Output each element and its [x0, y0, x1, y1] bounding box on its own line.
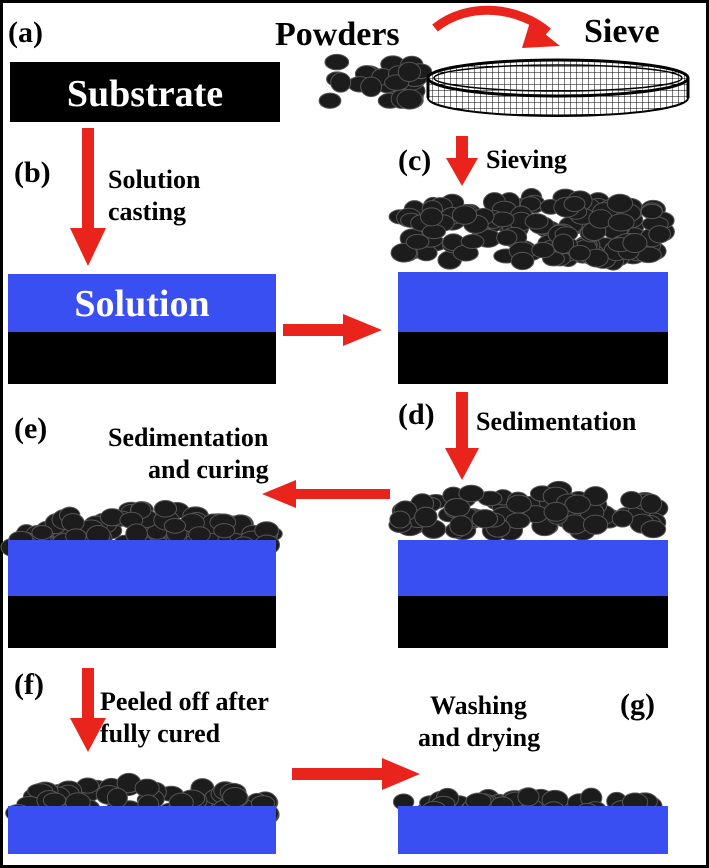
panel-label-c: (c) [398, 144, 431, 177]
panel-label-f: (f) [14, 668, 44, 701]
settling-particle [449, 515, 473, 537]
arrow-d-to-e-head [262, 480, 296, 508]
solution-layer-g [398, 806, 668, 854]
panel-label-d: (d) [398, 398, 435, 431]
powder-particle [396, 89, 423, 110]
powder-particle [360, 76, 383, 98]
substrate-label: Substrate [67, 73, 223, 115]
sieve-label: Sieve [584, 13, 660, 50]
washed-particle [517, 787, 540, 807]
cured-particle [153, 500, 178, 518]
sieved-particle [460, 233, 485, 250]
cured-particle [163, 518, 186, 534]
settling-particle [582, 514, 609, 535]
cured-particle [31, 524, 53, 541]
settling-particle [414, 506, 438, 528]
step-sed-curing-line1: Sedimentation [108, 423, 269, 452]
settling-particle [389, 510, 411, 529]
solution-layer-c [398, 272, 668, 332]
sedimentation-arrow-head [445, 448, 479, 480]
sieved-particle [622, 232, 648, 254]
solution-label: Solution [74, 283, 209, 325]
step-peeled-line1: Peeled off after [100, 687, 269, 716]
sieved-particle [640, 203, 663, 220]
substrate-box [10, 62, 280, 122]
settling-particle [471, 509, 499, 529]
arrow-f-to-g-head [382, 758, 420, 790]
settling-particle [620, 490, 643, 510]
peeled-particle [222, 786, 248, 808]
powder-particle [330, 72, 352, 93]
solution-layer-e [8, 540, 276, 596]
solution-layer-f [8, 806, 276, 854]
step-sieving: Sieving [486, 145, 567, 174]
cured-particle [213, 523, 236, 539]
sieve-dish [426, 58, 690, 117]
settling-particle [543, 501, 569, 522]
powder-particle [318, 92, 342, 109]
settling-particle [458, 484, 485, 503]
sieved-particle [496, 229, 518, 247]
step-solution-casting-line1: Solution [108, 165, 201, 194]
cured-particle [188, 526, 211, 543]
sieved-particle [524, 213, 549, 230]
powder-particle [397, 61, 422, 83]
settling-particle [640, 520, 667, 539]
substrate-layer-c [398, 332, 668, 384]
powder-particle [324, 53, 350, 71]
settling-particle [611, 509, 634, 528]
step-peeled-line2: fully cured [100, 719, 221, 748]
step-sedimentation: Sedimentation [476, 407, 637, 436]
sieved-particle [607, 213, 635, 232]
step-sed-curing-line2: and curing [148, 455, 269, 484]
sieved-particle [568, 244, 591, 262]
panel-label-b: (b) [14, 156, 51, 189]
sieved-particle [510, 251, 535, 271]
panel-label-g: (g) [620, 688, 655, 721]
settling-particle [640, 493, 663, 514]
sieved-particle [405, 233, 430, 250]
solution-layer-d [398, 540, 668, 596]
substrate-layer-d [398, 596, 668, 648]
powders-label: Powders [275, 16, 400, 53]
settling-particle [506, 494, 532, 514]
transfer-arrow-head [522, 22, 560, 48]
sieved-particle [491, 211, 515, 228]
step-solution-casting-line2: casting [108, 197, 186, 226]
sieved-particle [531, 241, 555, 259]
sieved-particle [390, 242, 418, 263]
step-washing-line2: and drying [418, 723, 540, 752]
substrate-layer-b [8, 332, 276, 384]
peeled-particle [106, 787, 128, 809]
settling-particle [564, 494, 591, 514]
peel-arrow-head [70, 718, 106, 752]
step-washing-line1: Washing [430, 691, 527, 720]
arrow-b-to-c-head [343, 314, 382, 346]
sieved-particle [648, 225, 671, 244]
casting-arrow-head [70, 228, 106, 266]
panel-label-e: (e) [14, 412, 47, 445]
peeled-particle [134, 778, 160, 798]
sieved-particle [420, 207, 444, 227]
peeled-particle [42, 792, 67, 809]
sieving-arrow-head [446, 158, 478, 186]
solution-layer-b [8, 274, 276, 332]
sieved-particle [563, 195, 586, 213]
sieved-particle [451, 205, 478, 225]
sieved-particle [606, 193, 634, 214]
substrate-layer-e [8, 596, 276, 648]
sieved-particle [552, 233, 575, 254]
transfer-arrow-curve [432, 5, 551, 36]
panel-label-a: (a) [8, 16, 43, 49]
